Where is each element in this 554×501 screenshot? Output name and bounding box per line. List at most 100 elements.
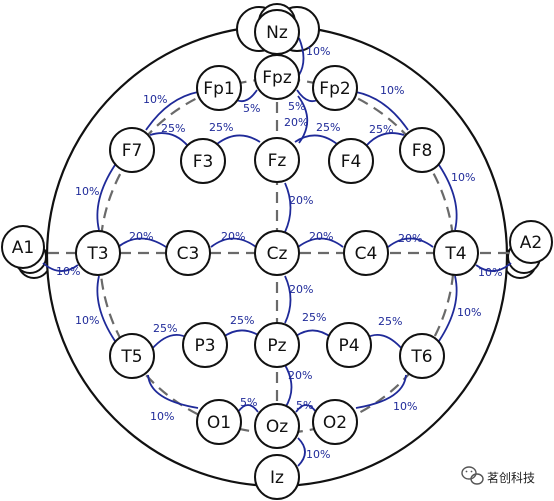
arc-f7-f3 bbox=[149, 132, 189, 147]
arc-fz-f4 bbox=[294, 134, 338, 145]
arc-c4-t4 bbox=[387, 237, 434, 248]
arc-a1-t3 bbox=[42, 262, 79, 272]
arc-t6-o2 bbox=[355, 374, 407, 409]
arc-fz-cz bbox=[284, 182, 292, 233]
electrode-label: Oz bbox=[266, 417, 288, 437]
wechat-icon bbox=[461, 466, 484, 485]
electrode-label: Fpz bbox=[262, 68, 292, 88]
electrode-label: P3 bbox=[194, 336, 215, 356]
watermark-text: 茗创科技 bbox=[487, 471, 535, 485]
electrode-f3: F3 bbox=[180, 138, 226, 184]
spacing-label: 10% bbox=[306, 45, 330, 58]
electrode-label: F7 bbox=[122, 141, 143, 161]
electrode-label: T6 bbox=[410, 347, 432, 367]
arc-oz-o2 bbox=[295, 404, 317, 413]
spacing-label: 10% bbox=[143, 93, 167, 106]
arc-fp1-f7 bbox=[145, 91, 199, 131]
electrode-label: F8 bbox=[412, 141, 433, 161]
spacing-label: 25% bbox=[302, 311, 326, 324]
spacing-label: 20% bbox=[221, 230, 245, 243]
arc-oz-iz bbox=[297, 437, 306, 467]
electrode-c3: C3 bbox=[165, 230, 211, 276]
electrode-label: Iz bbox=[270, 468, 284, 488]
electrode-fp1: Fp1 bbox=[196, 65, 242, 111]
spacing-label: 5% bbox=[243, 102, 260, 115]
spacing-label: 25% bbox=[230, 314, 254, 327]
electrode-f4: F4 bbox=[328, 138, 374, 184]
spacing-label: 10% bbox=[380, 84, 404, 97]
electrode-label: Nz bbox=[266, 23, 288, 43]
arc-c3-cz bbox=[210, 237, 257, 248]
spacing-label: 20% bbox=[398, 232, 422, 245]
spacing-label: 5% bbox=[288, 100, 305, 113]
arc-t3-t5 bbox=[96, 275, 116, 342]
electrode-label: F4 bbox=[341, 152, 362, 172]
arc-o1-oz bbox=[237, 404, 259, 413]
electrode-label: Cz bbox=[267, 244, 288, 264]
electrode-label: Pz bbox=[267, 336, 286, 356]
spacing-label: 20% bbox=[289, 283, 313, 296]
spacing-label-group: 10% 5% 5% 10% 10% 25% 25% 20% 25% 25% 20… bbox=[56, 45, 502, 461]
electrode-label: Fz bbox=[268, 151, 287, 171]
arc-f7-t3 bbox=[96, 164, 116, 231]
electrode-label: T4 bbox=[444, 244, 466, 264]
electrode-label: T5 bbox=[120, 347, 142, 367]
electrode-oz: Oz bbox=[254, 403, 300, 449]
spacing-label: 25% bbox=[316, 121, 340, 134]
arc-nz-fpz bbox=[298, 37, 305, 76]
electrode-o2: O2 bbox=[312, 399, 358, 445]
spacing-label: 10% bbox=[75, 185, 99, 198]
electrode-iz: Iz bbox=[254, 454, 300, 500]
spacing-label: 20% bbox=[129, 230, 153, 243]
electrode-o1: O1 bbox=[196, 399, 242, 445]
spacing-label: 20% bbox=[289, 194, 313, 207]
arc-cz-c4 bbox=[297, 237, 344, 248]
electrode-label: O1 bbox=[207, 413, 231, 433]
electrode-label: Fp2 bbox=[319, 79, 350, 99]
arc-pz-oz bbox=[284, 364, 293, 409]
electrode-t4: T4 bbox=[433, 230, 479, 276]
electrode-c4: C4 bbox=[343, 230, 389, 276]
electrode-cz: Cz bbox=[254, 230, 300, 276]
spacing-label: 10% bbox=[56, 265, 80, 278]
electrode-label: T3 bbox=[86, 244, 108, 264]
spacing-label: 10% bbox=[451, 171, 475, 184]
spacing-label: 10% bbox=[75, 314, 99, 327]
arc-t3-c3 bbox=[117, 237, 167, 248]
electrode-t5: T5 bbox=[109, 333, 155, 379]
spacing-label: 25% bbox=[161, 122, 185, 135]
spacing-label: 20% bbox=[309, 230, 333, 243]
spacing-label: 25% bbox=[153, 322, 177, 335]
spacing-label: 10% bbox=[457, 306, 481, 319]
spacing-label: 10% bbox=[150, 410, 174, 423]
arc-f4-f8 bbox=[365, 132, 405, 147]
spacing-label: 25% bbox=[369, 123, 393, 136]
electrode-t3: T3 bbox=[75, 230, 121, 276]
arc-t4-a2 bbox=[475, 262, 512, 272]
electrode-p3: P3 bbox=[182, 322, 228, 368]
electrode-label: C3 bbox=[177, 244, 200, 264]
spacing-label: 10% bbox=[393, 400, 417, 413]
electrode-nz: Nz bbox=[254, 9, 300, 55]
arc-cz-pz bbox=[284, 275, 292, 324]
electrode-a2: A2 bbox=[509, 220, 553, 264]
electrode-f8: F8 bbox=[399, 127, 445, 173]
electrode-fz: Fz bbox=[254, 137, 300, 183]
spacing-label: 20% bbox=[284, 116, 308, 129]
electrode-label: A1 bbox=[12, 238, 34, 258]
electrode-a1: A1 bbox=[1, 225, 45, 269]
electrode-label: P4 bbox=[338, 336, 359, 356]
electrode-label: F3 bbox=[193, 152, 214, 172]
electrode-label: A2 bbox=[520, 233, 542, 253]
arc-t4-t6 bbox=[438, 275, 458, 342]
spacing-label: 5% bbox=[296, 399, 313, 412]
electrode-t6: T6 bbox=[399, 333, 445, 379]
watermark: 茗创科技 bbox=[461, 466, 535, 485]
spacing-label: 25% bbox=[378, 315, 402, 328]
electrode-f7: F7 bbox=[109, 127, 155, 173]
arc-t5-o1 bbox=[147, 374, 199, 409]
spacing-label: 20% bbox=[288, 369, 312, 382]
electrode-fpz: Fpz bbox=[254, 54, 300, 100]
arc-f3-fz bbox=[216, 134, 261, 145]
